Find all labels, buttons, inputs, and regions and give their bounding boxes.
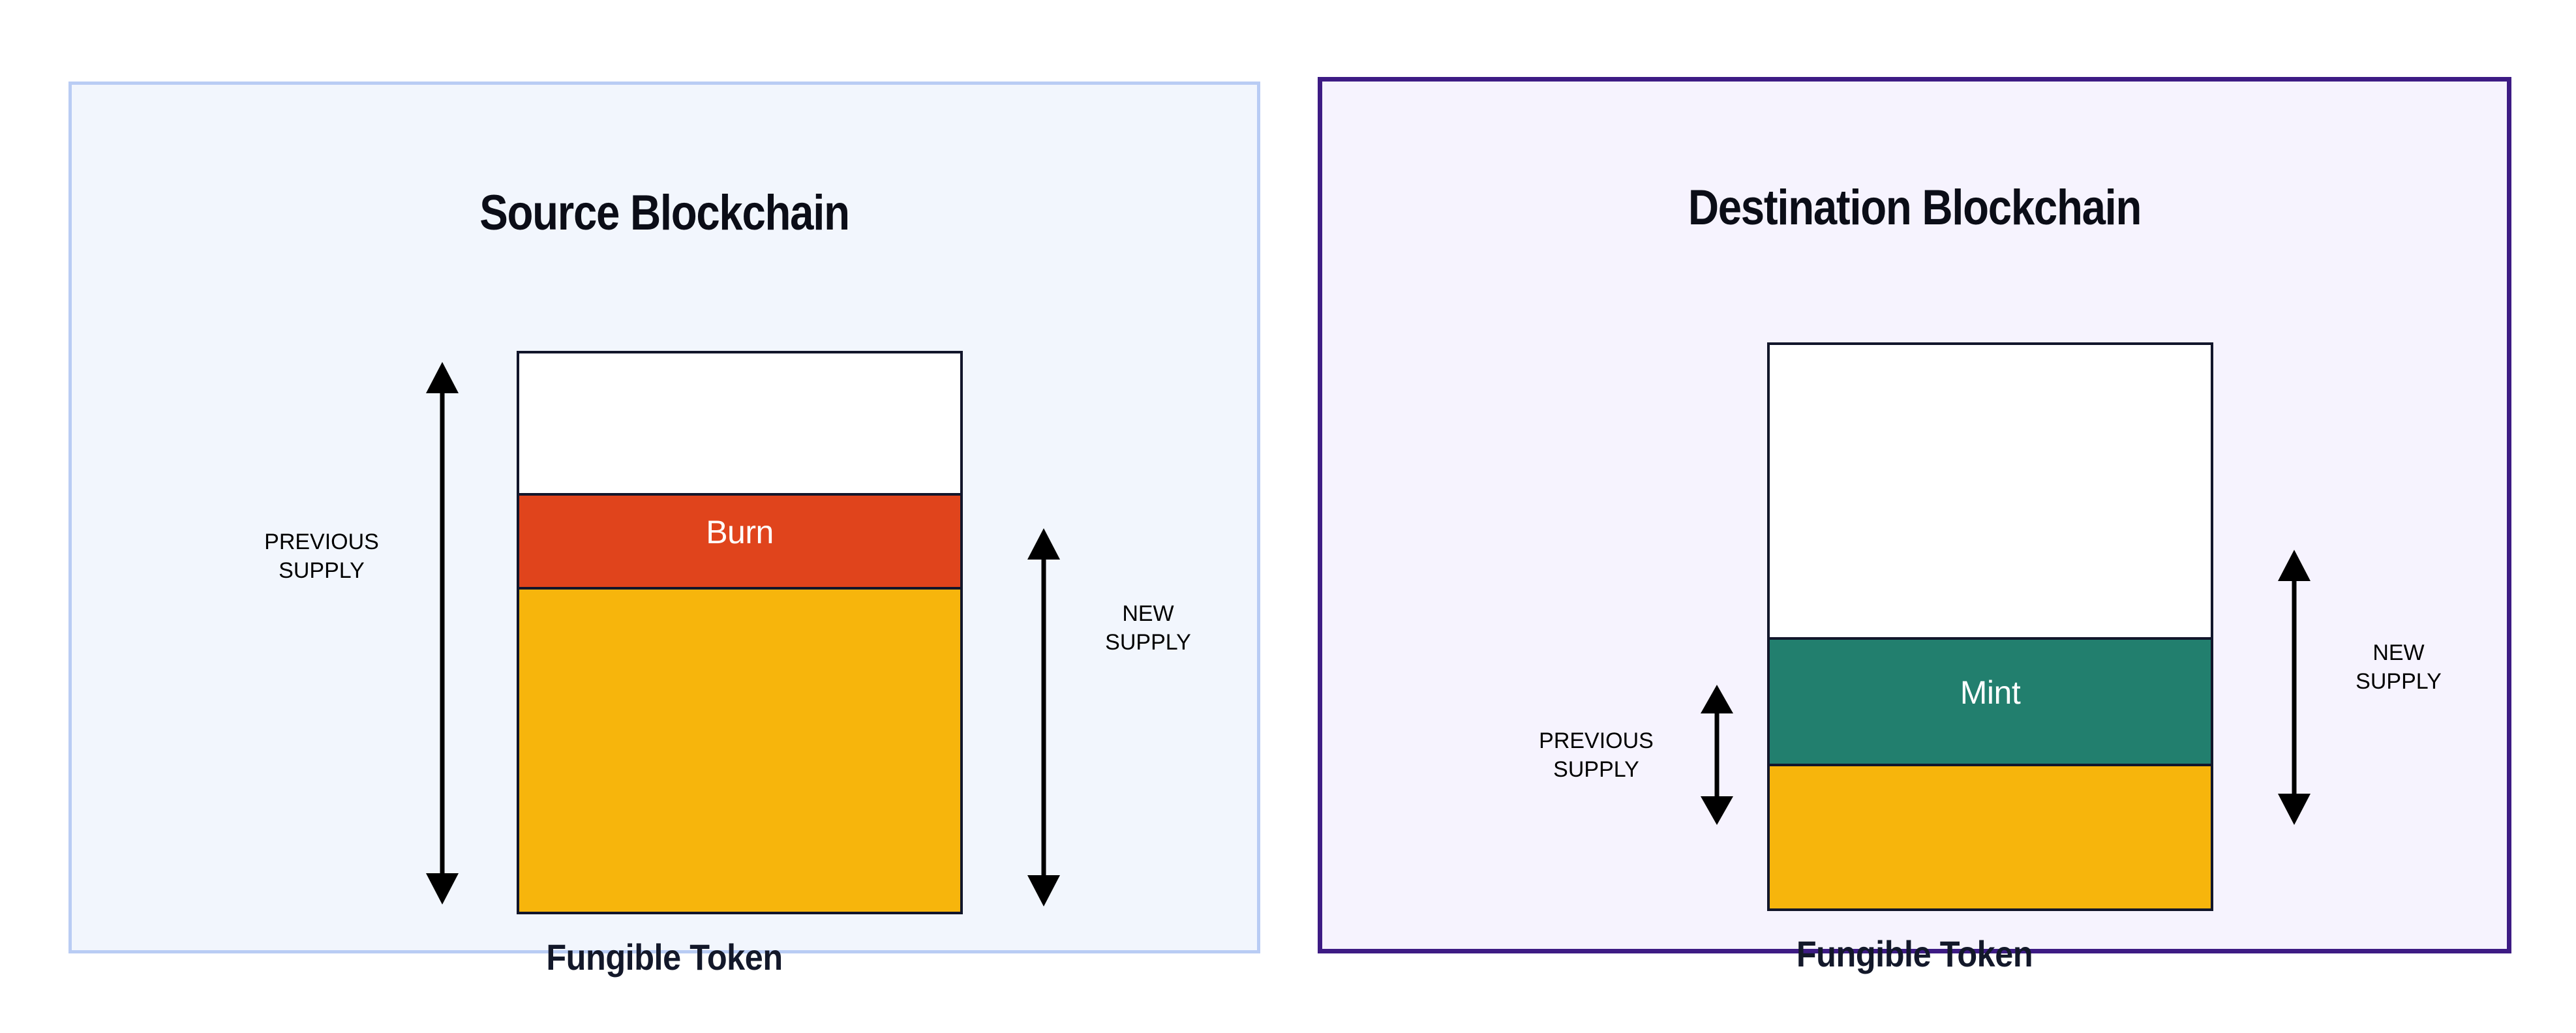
- destination-new-supply-label: NEW SUPPLY: [2307, 639, 2490, 696]
- source-new-supply-label-line2: SUPPLY: [1105, 629, 1191, 655]
- source-segment-headroom: [519, 433, 960, 493]
- source-previous-supply-label-line1: PREVIOUS: [264, 530, 379, 554]
- source-blockchain-panel: Source Blockchain Burn PREVIOUS SUPPLY: [68, 82, 1260, 978]
- destination-new-supply-arrow: [2278, 550, 2311, 825]
- source-segment-burn: Burn: [519, 493, 960, 590]
- source-supply-bar: Burn: [517, 351, 963, 914]
- destination-previous-supply-label-line1: PREVIOUS: [1539, 728, 1654, 753]
- destination-supply-bar: Mint: [1767, 342, 2213, 911]
- source-new-supply-label: NEW SUPPLY: [1057, 600, 1239, 657]
- source-new-supply-arrow: [1027, 528, 1060, 906]
- destination-mint-label: Mint: [1960, 674, 2021, 711]
- destination-segment-headroom: [1770, 345, 2211, 637]
- source-new-supply-label-line1: NEW: [1122, 601, 1174, 626]
- destination-new-supply-label-line2: SUPPLY: [2356, 668, 2442, 694]
- source-previous-supply-arrow: [426, 362, 459, 905]
- source-segment-existing-supply: [519, 590, 960, 912]
- destination-token-caption: Fungible Token: [1796, 933, 2033, 974]
- source-previous-supply-label: PREVIOUS SUPPLY: [230, 528, 413, 585]
- destination-segment-existing-supply: [1770, 766, 2211, 908]
- destination-previous-supply-arrow: [1701, 685, 1733, 825]
- source-burn-label: Burn: [706, 514, 774, 550]
- source-panel-title: Source Blockchain: [479, 185, 850, 241]
- destination-new-supply-label-line1: NEW: [2372, 640, 2425, 665]
- destination-panel-title: Destination Blockchain: [1688, 180, 2142, 235]
- destination-previous-supply-label-line2: SUPPLY: [1553, 756, 1639, 782]
- destination-previous-supply-label: PREVIOUS SUPPLY: [1505, 727, 1688, 784]
- destination-blockchain-panel: Destination Blockchain Mint PREVIOUS SUP…: [1318, 77, 2511, 974]
- source-previous-supply-label-line2: SUPPLY: [279, 558, 365, 583]
- destination-segment-mint: Mint: [1770, 636, 2211, 767]
- source-token-caption: Fungible Token: [546, 936, 783, 978]
